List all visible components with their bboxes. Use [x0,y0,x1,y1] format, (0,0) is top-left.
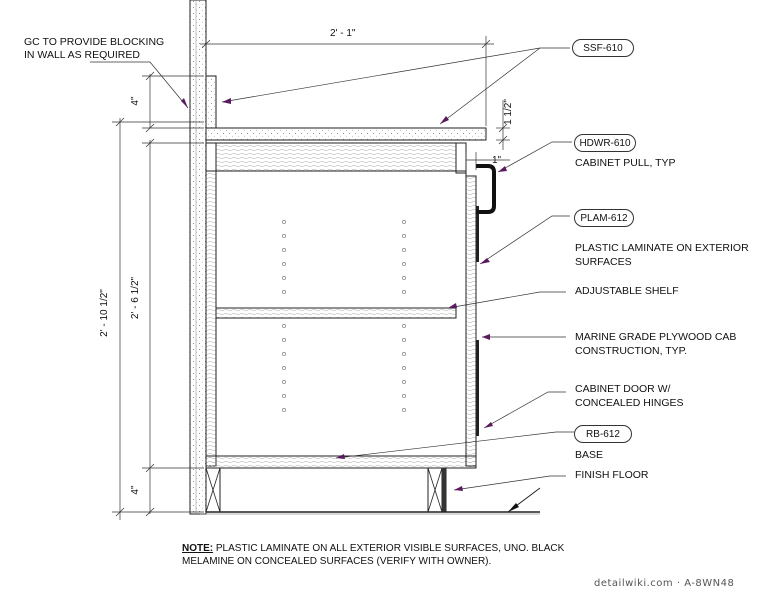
leader-arrowheads [181,98,507,491]
cabinet-pull-label: CABINET PULL, TYP [575,157,676,169]
adjustable-shelf-label: ADJUSTABLE SHELF [575,285,679,297]
countertop [205,127,487,141]
splash-dimension-text: 4" [130,96,141,106]
left-dimensions [112,71,204,520]
cabinet-door-label-line2: CONCEALED HINGES [575,397,684,409]
top-thickness-dimension [496,100,510,150]
sub-top [205,142,465,172]
toe-kick [205,467,447,513]
floor-datum-arrow [507,487,541,513]
box-height-dimension-text: 2' - 6 1/2" [130,276,141,320]
source-credit: detailwiki.com · A-8WN48 [594,578,735,589]
cabinet-pull-icon [476,164,496,214]
toe-kick-dimension-text: 4" [130,485,141,495]
general-note: NOTE: PLASTIC LAMINATE ON ALL EXTERIOR V… [182,542,582,568]
shelf-pin-holes [282,220,406,412]
adjustable-shelf [215,307,457,319]
laminate-label-line2: SURFACES [575,256,632,268]
cabinet-door [465,175,479,467]
note-text: PLASTIC LAMINATE ON ALL EXTERIOR VISIBLE… [182,543,565,567]
laminate-label-line1: PLASTIC LAMINATE ON EXTERIOR [575,242,749,254]
backsplash [205,75,217,129]
overhang-dimension-text: 1" [492,155,502,166]
note-heading: NOTE: [182,543,214,554]
rb-612-tag: RB-612 [574,425,632,443]
ssf-610-tag: SSF-610 [572,39,634,57]
blocking-note-line2: IN WALL AS REQUIRED [24,49,140,61]
base-label: BASE [575,449,604,461]
hdwr-610-tag: HDWR-610 [574,134,636,152]
finish-floor-label: FINISH FLOOR [575,469,649,481]
back-panel [205,170,217,467]
finish-floor [200,511,540,515]
overall-height-dimension-text: 2' - 10 1/2" [99,289,110,337]
overhang-dimension [465,152,510,170]
wall [189,0,207,515]
plam-612-tag: PLAM-612 [574,209,634,227]
blocking-note-line1: GC TO PROVIDE BLOCKING [24,36,165,48]
depth-dimension-text: 2' - 1" [330,28,356,39]
top-thickness-dimension-text: 1 1/2" [503,99,514,125]
plywood-label-line2: CONSTRUCTION, TYP. [575,345,688,357]
depth-dimension [200,36,494,126]
plywood-label-line1: MARINE GRADE PLYWOOD CAB [575,331,737,343]
leader-lines [90,47,574,491]
cabinet-door-label-line1: CABINET DOOR W/ [575,383,671,395]
